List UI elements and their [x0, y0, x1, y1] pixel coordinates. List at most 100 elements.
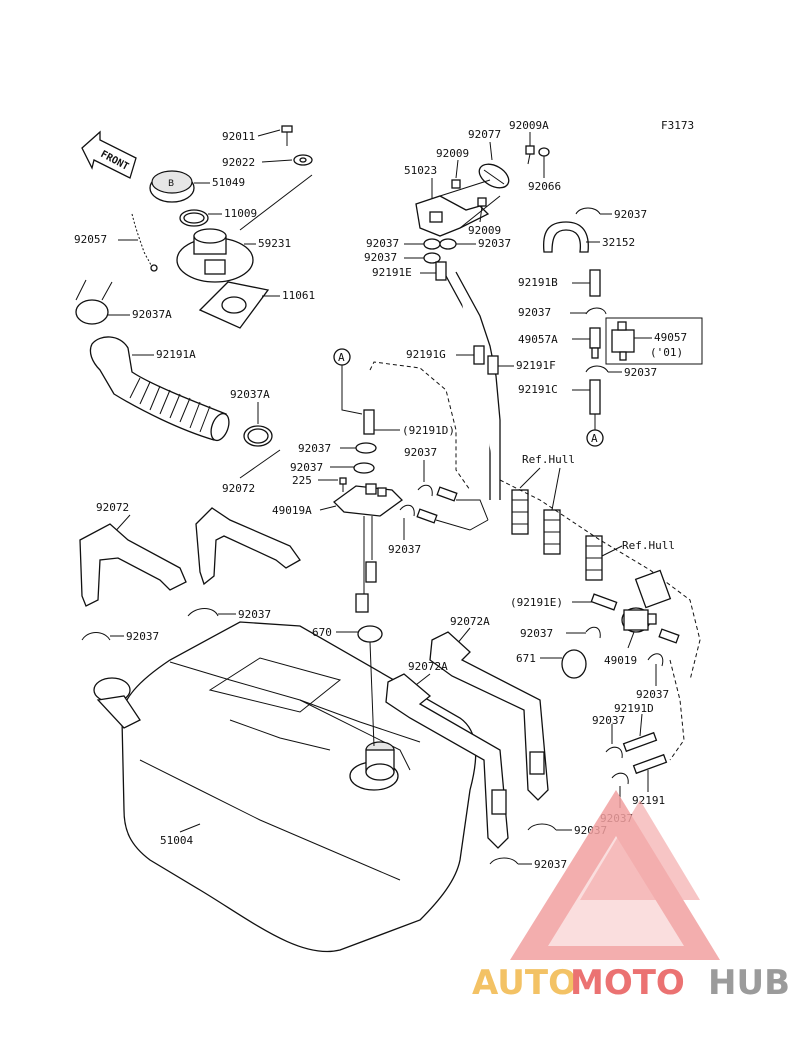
label-11061: 11061: [282, 289, 315, 302]
label-92037A-top: 92037A: [132, 308, 172, 321]
part-92022-washer: [293, 154, 313, 166]
part-92072A-strap-b: [385, 673, 509, 849]
label-92037-c3: 92037: [364, 251, 397, 264]
part-92037A-clamp-mid: [243, 425, 273, 447]
part-92072A-strap-a: [429, 631, 549, 801]
part-92037-clip-l1: [187, 608, 219, 617]
label-670: 670: [312, 626, 332, 639]
part-92077-flapper: [478, 163, 510, 189]
label-92072-mid: 92072: [222, 482, 255, 495]
label-92037-b3: 92037: [592, 714, 625, 727]
part-92191F-tube: [487, 355, 499, 375]
label-92191: 92191: [632, 794, 665, 807]
part-49057-inset-box: [605, 317, 703, 365]
label-92191F: 92191F: [516, 359, 556, 372]
label-92037-c2: 92037: [478, 237, 511, 250]
label-92037-b1: 92037: [520, 627, 553, 640]
label-92191B: 92191B: [518, 276, 558, 289]
part-92011-bolt: [281, 125, 293, 146]
part-92191E-tube: [435, 261, 447, 281]
watermark-logo: AUTO MOTO HUB: [472, 790, 790, 1003]
label-92037-f4: 92037: [388, 543, 421, 556]
part-92191-tube: [632, 753, 668, 775]
part-92072-bracket-1: [79, 523, 187, 607]
label-92077: 92077: [468, 128, 501, 141]
label-49057-note: ('01): [650, 346, 683, 359]
part-32152-vent-hose: [542, 221, 589, 253]
callout-A-left: A: [333, 348, 351, 366]
part-92037-clip-bt1: [527, 823, 557, 831]
label-49057: 49057: [654, 331, 687, 344]
label-92037-r1: 92037: [614, 208, 647, 221]
label-92037-l1: 92037: [238, 608, 271, 621]
label-ref-hull-2: Ref.Hull: [622, 539, 675, 552]
part-fuel-line-tubes: [416, 486, 489, 531]
part-49057A-check-valve: [589, 327, 601, 359]
label-92191E-paren: (92191E): [510, 596, 563, 609]
label-92037-c1: 92037: [366, 237, 399, 250]
part-92037-clip-l2: [81, 632, 111, 641]
label-92037-f1: 92037: [298, 442, 331, 455]
part-92037-clip-f1: [355, 442, 377, 454]
label-49057A: 49057A: [518, 333, 558, 346]
label-92037-r2: 92037: [518, 306, 551, 319]
part-671-oring: [561, 649, 587, 679]
part-59231-filler-neck: [176, 228, 254, 283]
front-arrow-icon: FRONT: [81, 130, 137, 179]
part-92191B-tube: [589, 269, 601, 297]
label-92037-bt2: 92037: [534, 858, 567, 871]
label-49019: 49019: [604, 654, 637, 667]
label-51004: 51004: [160, 834, 193, 847]
label-92191G: 92191G: [406, 348, 446, 361]
part-92037-clip-b4: [611, 772, 629, 785]
label-11009: 11009: [224, 207, 257, 220]
part-92191D-short-tube: [363, 409, 375, 435]
figure-code: F3173: [661, 119, 694, 132]
part-92191A-filler-hose: [89, 336, 230, 442]
label-92057: 92057: [74, 233, 107, 246]
part-hose-clamp-block-3: [585, 535, 603, 581]
label-92066: 92066: [528, 180, 561, 193]
part-51049-fuel-cap: B: [149, 170, 195, 203]
part-92191G-tube: [473, 345, 485, 365]
label-92037A-mid: 92037A: [230, 388, 270, 401]
part-11061-gasket: [198, 281, 270, 329]
svg-text:A: A: [338, 351, 345, 364]
part-92066-nut: [538, 147, 550, 157]
svg-text:B: B: [168, 179, 174, 189]
label-92072A-a: 92072A: [450, 615, 490, 628]
label-92191C: 92191C: [518, 383, 558, 396]
label-92009A: 92009A: [509, 119, 549, 132]
part-225-screw: [339, 477, 347, 492]
label-49019A: 49019A: [272, 504, 312, 517]
label-51049: 51049: [212, 176, 245, 189]
part-92037-clip-r2: [585, 307, 607, 315]
label-59231: 59231: [258, 237, 291, 250]
label-92011: 92011: [222, 130, 255, 143]
part-92191C-tube: [589, 379, 601, 415]
label-92191E: 92191E: [372, 266, 412, 279]
label-92072-left: 92072: [96, 501, 129, 514]
part-hose-clamp-block-2: [543, 509, 561, 555]
part-92057-strap: [131, 213, 158, 272]
part-92009-screw-a: [451, 179, 461, 189]
part-92037A-clamp-top: [75, 279, 113, 325]
label-ref-hull-1: Ref.Hull: [522, 453, 575, 466]
watermark-text-auto: AUTO: [472, 963, 577, 1003]
part-hose-clamp-block-1: [511, 489, 529, 535]
callout-A-right: A: [586, 414, 604, 447]
label-51023: 51023: [404, 164, 437, 177]
part-670-oring: [357, 625, 383, 643]
label-92037-f3: 92037: [404, 446, 437, 459]
part-49019-fuel-fitting: [621, 607, 680, 644]
part-92037-clip-b2: [647, 653, 664, 667]
part-92009A-screw: [525, 145, 535, 165]
label-92191D: 92191D: [614, 702, 654, 715]
part-92037-clip-f4: [399, 504, 415, 517]
label-225: 225: [292, 474, 312, 487]
part-92072-bracket-2: [195, 507, 301, 586]
svg-text:A: A: [591, 432, 598, 445]
part-92037-clip-f2: [353, 462, 375, 474]
label-32152: 32152: [602, 236, 635, 249]
